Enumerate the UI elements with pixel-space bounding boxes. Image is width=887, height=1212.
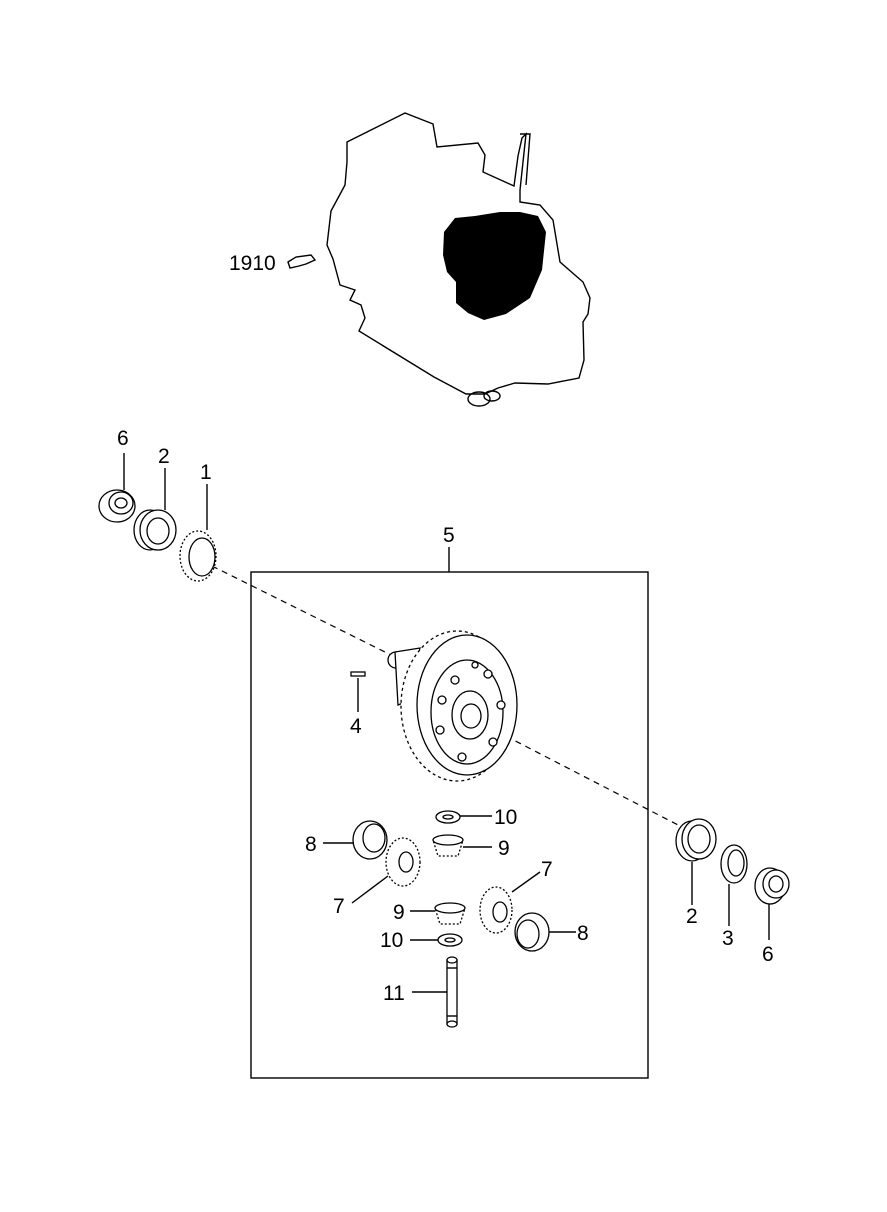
side-gear-right-label: 7	[541, 858, 553, 881]
bearing-left	[133, 509, 177, 551]
side-gear-left	[385, 837, 421, 887]
side-gear-left-label: 7	[333, 895, 345, 918]
shim-right-label: 3	[722, 927, 734, 950]
speedometer-gear-label: 1	[200, 461, 212, 484]
pinion-shaft-label: 11	[383, 982, 405, 1005]
case-ref-label: 1910	[229, 252, 276, 275]
bearing-right	[675, 818, 717, 862]
shim-right	[720, 844, 748, 884]
pinion-gear-top-label: 9	[498, 837, 510, 860]
washer-bottom	[437, 933, 463, 947]
transaxle-case	[287, 112, 591, 407]
side-gear-right	[479, 886, 513, 934]
oil-seal-right	[754, 867, 790, 905]
kit-label: 5	[443, 524, 455, 547]
axis-line-left	[211, 565, 396, 658]
pinion-gear-bottom	[434, 902, 466, 925]
axis-line-right	[495, 730, 681, 827]
pin-label: 4	[350, 715, 362, 738]
oil-seal-left-label: 6	[117, 427, 129, 450]
bearing-left-label: 2	[158, 445, 170, 468]
washer-top-label: 10	[494, 806, 517, 829]
oil-seal-right-label: 6	[762, 943, 774, 966]
washer-top	[435, 810, 461, 824]
pinion-shaft	[446, 956, 458, 1028]
oil-seal-left	[98, 489, 136, 523]
pinion-gear-top	[432, 834, 464, 857]
thrust-washer-right	[514, 912, 550, 952]
thrust-washer-right-label: 8	[577, 922, 589, 945]
thrust-washer-left-label: 8	[305, 833, 317, 856]
bearing-right-label: 2	[686, 905, 698, 928]
washer-bottom-label: 10	[380, 929, 403, 952]
speedometer-gear	[179, 530, 217, 582]
thrust-washer-left	[352, 820, 388, 860]
pin	[350, 671, 366, 677]
differential-case-ring-gear	[387, 630, 518, 782]
pinion-gear-bottom-label: 9	[393, 901, 405, 924]
